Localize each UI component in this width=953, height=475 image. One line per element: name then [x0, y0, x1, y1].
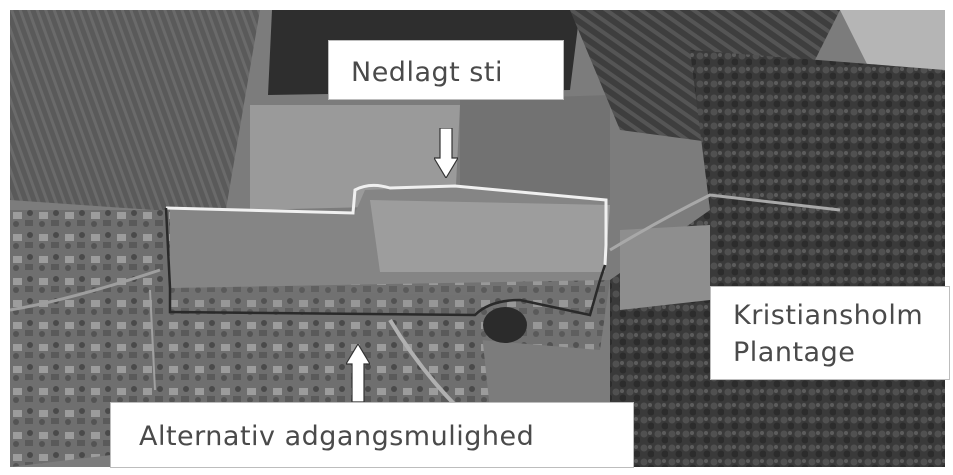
down-arrow-icon [434, 128, 458, 178]
plantation-name-line1: Kristiansholm [733, 300, 924, 331]
plantation-name-line2: Plantage [733, 337, 856, 368]
alternative-access-label: Alternativ adgangsmulighed [110, 402, 634, 468]
alternative-access-text: Alternativ adgangsmulighed [139, 421, 535, 452]
up-arrow-icon [346, 344, 370, 402]
closed-path-text: Nedlagt sti [351, 57, 503, 88]
plantation-label: Kristiansholm Plantage [710, 286, 950, 380]
closed-path-line [165, 183, 608, 266]
aerial-photo [10, 10, 945, 467]
closed-path-label: Nedlagt sti [328, 40, 564, 100]
boundary-line [164, 207, 607, 317]
